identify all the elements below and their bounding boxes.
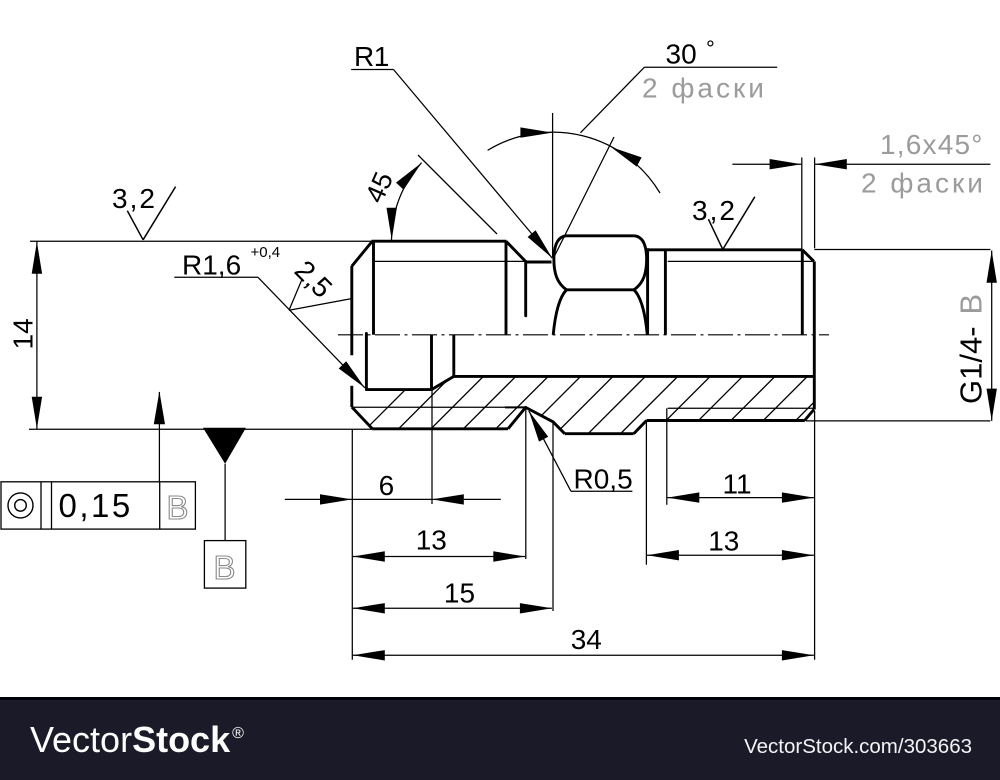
svg-text:B: B — [166, 489, 188, 526]
svg-text:B: B — [213, 549, 235, 586]
svg-text:13: 13 — [708, 525, 739, 556]
svg-text:G1/4-B: G1/4-B — [954, 294, 989, 404]
svg-text:3,2: 3,2 — [112, 183, 157, 214]
svg-text:3,2: 3,2 — [692, 195, 737, 226]
svg-text:30: 30 — [666, 39, 697, 70]
svg-text:15: 15 — [444, 578, 475, 609]
svg-text:6: 6 — [379, 470, 395, 501]
svg-text:34: 34 — [571, 624, 602, 655]
svg-text:14: 14 — [8, 318, 39, 349]
svg-text:R1,6: R1,6 — [182, 250, 241, 281]
svg-text:+0,4: +0,4 — [251, 244, 281, 261]
svg-text:13: 13 — [416, 525, 447, 556]
svg-text:2 фаски: 2 фаски — [861, 168, 986, 199]
svg-text:0,15: 0,15 — [59, 487, 133, 524]
svg-text:11: 11 — [722, 469, 751, 500]
svg-text:VectorStock®: VectorStock® — [30, 719, 244, 760]
svg-text:1,6x45°: 1,6x45° — [880, 129, 984, 160]
svg-text:R0,5: R0,5 — [574, 464, 633, 495]
svg-text:R1: R1 — [354, 41, 389, 72]
svg-text:2 фаски: 2 фаски — [642, 73, 767, 104]
svg-text:°: ° — [706, 36, 715, 61]
svg-text:VectorStock.com/303663: VectorStock.com/303663 — [744, 735, 972, 758]
